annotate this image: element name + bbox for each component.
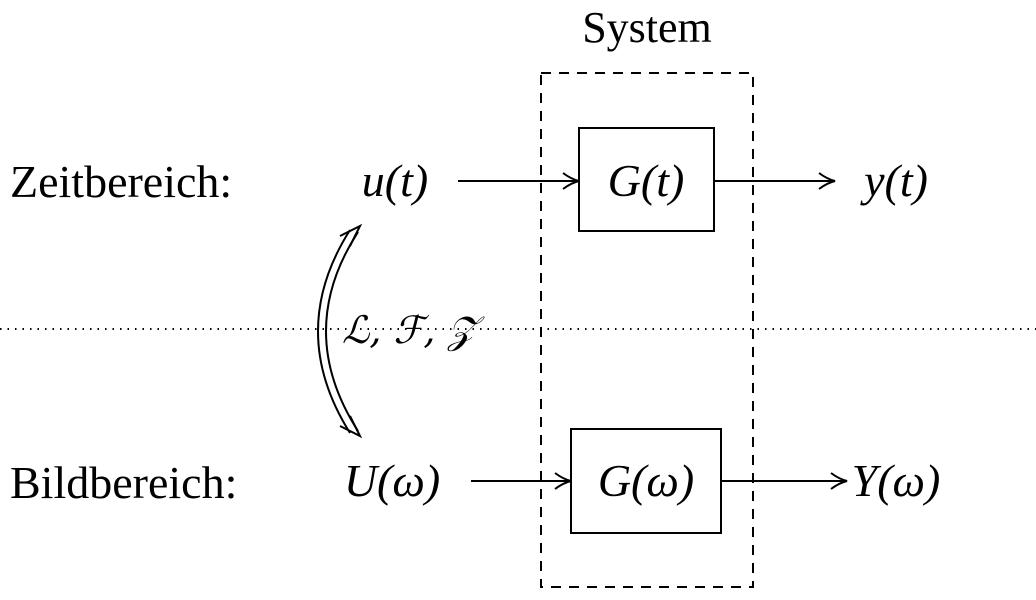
image-domain-label: Bildbereich: <box>10 457 237 508</box>
system-title: System <box>582 3 712 52</box>
image-block-label: G(ω) <box>598 455 694 506</box>
image-input-signal: U(ω) <box>344 455 440 506</box>
image-output-signal: Y(ω) <box>852 455 941 506</box>
time-output-signal: y(t) <box>860 155 928 206</box>
transform-labels: ℒ, ℱ, 𝒵 <box>342 308 486 352</box>
time-system-block <box>578 127 715 232</box>
time-block-label: G(t) <box>608 155 685 206</box>
transform-double-arrow <box>317 223 363 439</box>
time-domain-label: Zeitbereich: <box>10 156 232 207</box>
time-input-signal: u(t) <box>362 155 428 206</box>
system-boundary <box>540 72 754 588</box>
image-system-block <box>570 428 722 534</box>
